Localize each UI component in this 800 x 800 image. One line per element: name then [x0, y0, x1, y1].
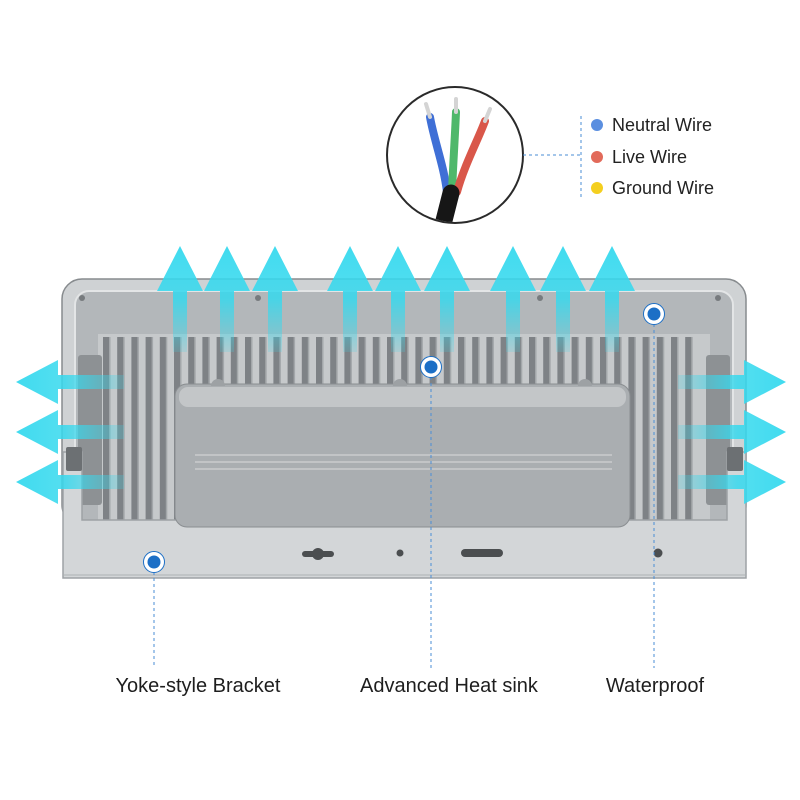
- callout-marker-icon: [147, 555, 161, 569]
- neutral-wire-conductor: [424, 102, 432, 119]
- cover-bump: [578, 379, 592, 386]
- heat-sink-fin: [671, 337, 678, 523]
- airflow-arrow-icon: [16, 246, 786, 504]
- heat-sink-fin: [145, 337, 153, 523]
- right-bracket-bolt: [727, 447, 743, 471]
- airflow-right-arrow: [678, 410, 786, 454]
- heat-sink-fin: [642, 337, 650, 523]
- airflow-up-arrow: [157, 246, 203, 352]
- airflow-up-arrow: [490, 246, 536, 352]
- heat-sink-fin: [159, 337, 167, 523]
- callout-waterproof: Waterproof: [606, 303, 705, 697]
- airflow-up-arrow: [204, 246, 250, 352]
- heat-sink-fin-edge: [662, 337, 665, 523]
- airflow-up-arrow: [424, 246, 470, 352]
- legend-connector-line: [523, 116, 582, 198]
- callout-marker-icon: [424, 360, 438, 374]
- airflow-up-arrow: [540, 246, 586, 352]
- bracket-label: Yoke-style Bracket: [116, 675, 281, 697]
- three-core-cable-icon: [424, 97, 492, 222]
- airflow-up-arrow: [375, 246, 421, 352]
- heat-sink-fin-edge: [137, 337, 139, 523]
- neutral-wire: [426, 113, 451, 196]
- heat-sink-fin-edge: [165, 337, 168, 523]
- callout-heat-sink: Advanced Heat sink: [360, 356, 539, 697]
- heat-sink-fin: [131, 337, 139, 523]
- cover-bump: [393, 379, 407, 386]
- heat-sink-label: Advanced Heat sink: [360, 675, 539, 697]
- live-wire-swatch: [591, 151, 603, 163]
- airflow-left-arrow: [16, 460, 124, 504]
- airflow-left-arrow: [16, 410, 124, 454]
- airflow-up-arrow: [589, 246, 635, 352]
- ground-wire-swatch: [591, 182, 603, 194]
- driver-cover-highlight: [179, 387, 626, 407]
- live-wire-label: Live Wire: [612, 147, 687, 167]
- housing-screw: [537, 295, 543, 301]
- bracket-slot: [461, 549, 503, 557]
- waterproof-label: Waterproof: [606, 675, 705, 697]
- housing-screw: [255, 295, 261, 301]
- ground-wire-label: Ground Wire: [612, 178, 714, 198]
- ground-wire: [448, 108, 460, 196]
- heat-sink-fin-edge: [151, 337, 154, 523]
- housing-screw: [715, 295, 721, 301]
- wire-detail-inset: [386, 86, 524, 224]
- heat-sink-fin-edge: [648, 337, 651, 523]
- housing-screw: [79, 295, 85, 301]
- wire-legend: Neutral Wire Live Wire Ground Wire: [591, 115, 714, 198]
- heat-sink-fin: [628, 337, 636, 523]
- left-bracket-bolt: [66, 447, 82, 471]
- heat-sink-fin-edge: [634, 337, 636, 523]
- cover-bump: [211, 379, 225, 386]
- heat-sink-fin-edge: [677, 337, 679, 523]
- bracket-hole: [653, 548, 663, 558]
- airflow-right-arrow: [678, 460, 786, 504]
- neutral-wire-swatch: [591, 119, 603, 131]
- heat-sink-fin: [656, 337, 664, 523]
- airflow-up-arrow: [252, 246, 298, 352]
- airflow-left-arrow: [16, 360, 124, 404]
- live-wire: [453, 117, 489, 196]
- bracket-keyhole-slot: [302, 551, 334, 557]
- neutral-wire-label: Neutral Wire: [612, 115, 712, 135]
- callout-marker-icon: [647, 307, 661, 321]
- airflow-up-arrow: [327, 246, 373, 352]
- callout-bracket: Yoke-style Bracket: [116, 551, 281, 697]
- cable-sheath: [427, 184, 460, 222]
- live-wire-conductor: [483, 107, 492, 123]
- bracket-hole: [396, 549, 404, 557]
- airflow-right-arrow: [678, 360, 786, 404]
